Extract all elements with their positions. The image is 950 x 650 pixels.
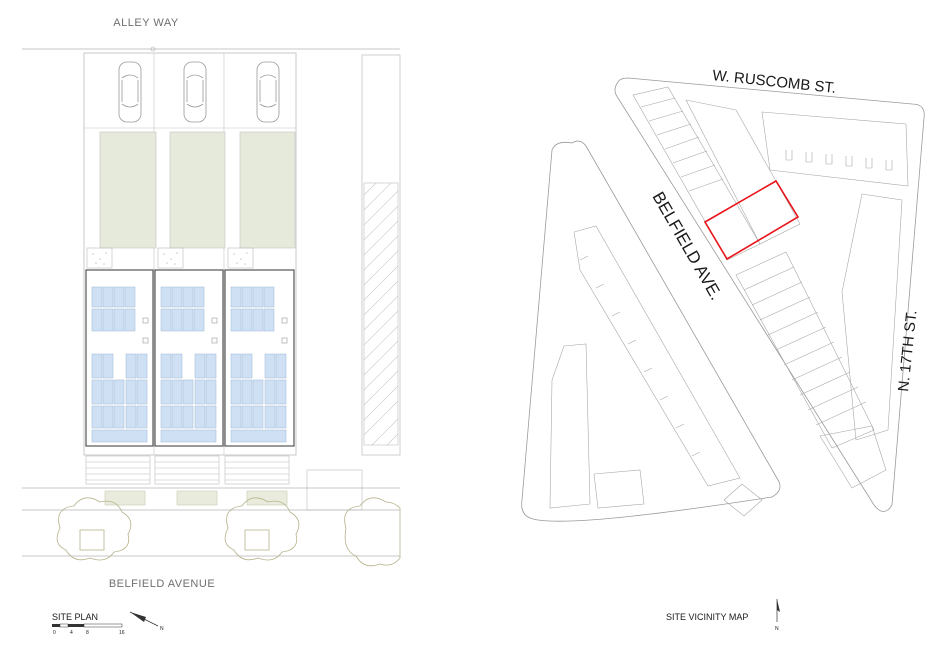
site-plan: ALLEY WAY [22,17,401,636]
street-tree-2 [224,497,300,561]
street-label-belfield: BELFIELD AVE. [649,189,726,304]
planter-2 [157,247,184,269]
solar-array-1 [91,286,148,443]
building-south-1 [593,469,645,509]
house-roof-3 [224,269,295,447]
site-plan-caption: SITE PLAN [52,612,98,622]
rear-yard-1 [99,131,157,249]
belfield-avenue-label: BELFIELD AVENUE [109,578,215,590]
parked-car-3 [256,61,280,123]
neighbor-building [361,54,401,456]
neighbor-hatch [363,182,399,446]
street-label-ruscomb: W. RUSCOMB ST. [712,67,837,97]
house-roof-2 [154,269,224,447]
building-west-slab [549,343,591,509]
block-east [614,77,925,512]
buildings-west-row [573,225,741,487]
scale-tick-8: 8 [86,630,89,636]
street-tree-1 [56,497,132,561]
scale-tick-0: 0 [53,630,56,636]
vicinity-north-arrow-icon: N [775,599,780,632]
vicinity-map [521,77,925,522]
planter-3 [227,247,254,269]
planter-1 [86,247,113,269]
block-west [521,140,781,522]
scale-tick-4: 4 [70,630,73,636]
parked-car-2 [183,61,207,123]
street-label-17th: N. 17TH ST. [895,309,920,392]
alley-way-label: ALLEY WAY [113,17,179,29]
scale-bar: 0 4 8 16 [52,623,125,636]
rear-buildings-east [841,193,903,441]
solar-array-3 [230,286,287,443]
site-plan-north-label: N [160,626,164,632]
solar-array-2 [160,286,217,443]
north-arrow-icon: N [129,611,164,632]
house-roof-1 [85,269,154,447]
vicinity-north-label: N [775,626,779,632]
vicinity-map-caption: SITE VICINITY MAP [666,612,748,622]
scale-tick-16: 16 [119,630,125,636]
parked-car-1 [118,61,142,123]
rear-buildings-north [761,111,909,187]
building-south-2 [723,483,763,517]
street-tree-3 [344,497,401,567]
rear-yard-2 [169,131,226,249]
rowhouse-parcels [632,86,887,489]
front-steps [85,455,363,511]
rear-yard-3 [239,131,296,249]
parcel-outline [83,52,297,456]
project-site-highlight [703,179,800,261]
